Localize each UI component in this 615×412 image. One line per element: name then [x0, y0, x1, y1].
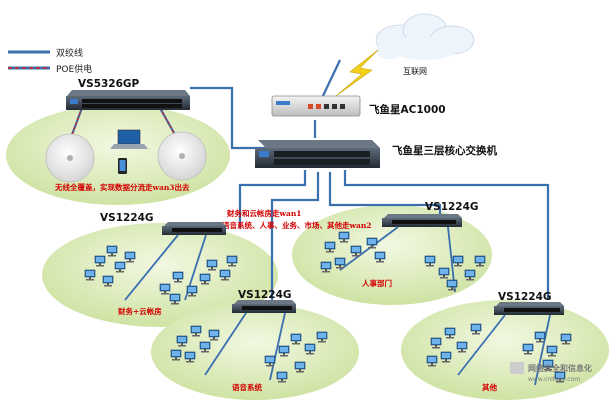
switch-hr [382, 214, 462, 227]
switch-other [494, 302, 564, 315]
wireless-ap-left [45, 133, 95, 183]
zone-finance [42, 223, 278, 327]
lightning-bolt-icon [335, 49, 379, 97]
watermark-sub: www.cnitsec.com [528, 376, 580, 383]
laptop-icon [110, 129, 148, 149]
zone-voice [151, 304, 359, 400]
router-label: 飞鱼星AC1000 [369, 103, 446, 116]
legend-cable-label: 双绞线 [56, 47, 83, 59]
wireless-ap-right [157, 131, 207, 181]
poe-cable-left-dash [69, 107, 83, 141]
backbone-cables [190, 59, 550, 300]
zone-hr-label: 人事部门 [362, 278, 392, 288]
cable-core-other [343, 170, 550, 300]
switch-voice-label: VS1224G [238, 289, 292, 301]
internet-label: 互联网 [403, 67, 427, 76]
zone-hr [292, 205, 492, 305]
switch-other-label: VS1224G [498, 291, 552, 303]
watermark-title: 网络安全和信息化 [528, 363, 592, 373]
core-switch-label: 飞鱼星三层核心交换机 [392, 144, 497, 157]
internet-cloud [375, 13, 475, 60]
other-cables [457, 314, 551, 386]
switch-finance-label: VS1224G [100, 212, 154, 224]
routing-note-2: 语音系统、人事、业务、市场、其他走wan2 [222, 220, 372, 230]
switch-finance [162, 222, 226, 235]
watermark: 网络安全和信息化 www.cnitsec.com [510, 362, 592, 383]
cable-core-hr [328, 172, 442, 214]
poe-switch-label: VS5326GP [78, 78, 140, 90]
poe-switch [66, 90, 190, 110]
cable-core-poe [190, 86, 270, 150]
core-switch [255, 140, 380, 168]
zone-finance-label: 财务+云帐房 [117, 306, 162, 316]
switch-hr-label: VS1224G [425, 201, 479, 213]
cable-internet-router [321, 59, 341, 99]
cable-core-voice [270, 172, 320, 300]
zone-other-label: 其他 [482, 382, 497, 392]
switch-voice [232, 300, 296, 313]
legend: 双绞线 POE供电 [8, 47, 92, 75]
wireless-note: 无线全覆盖，实现数据分流走wan3出去 [54, 182, 190, 192]
routing-note-1: 财务和云帐房走wan1 [226, 208, 302, 218]
cable-core-finance [238, 170, 307, 228]
phone-icon [118, 158, 127, 174]
voice-cables [204, 312, 286, 381]
zone-voice-label: 语音系统 [232, 382, 262, 392]
legend-poe-label: POE供电 [56, 63, 92, 75]
router-ac1000 [271, 95, 361, 117]
